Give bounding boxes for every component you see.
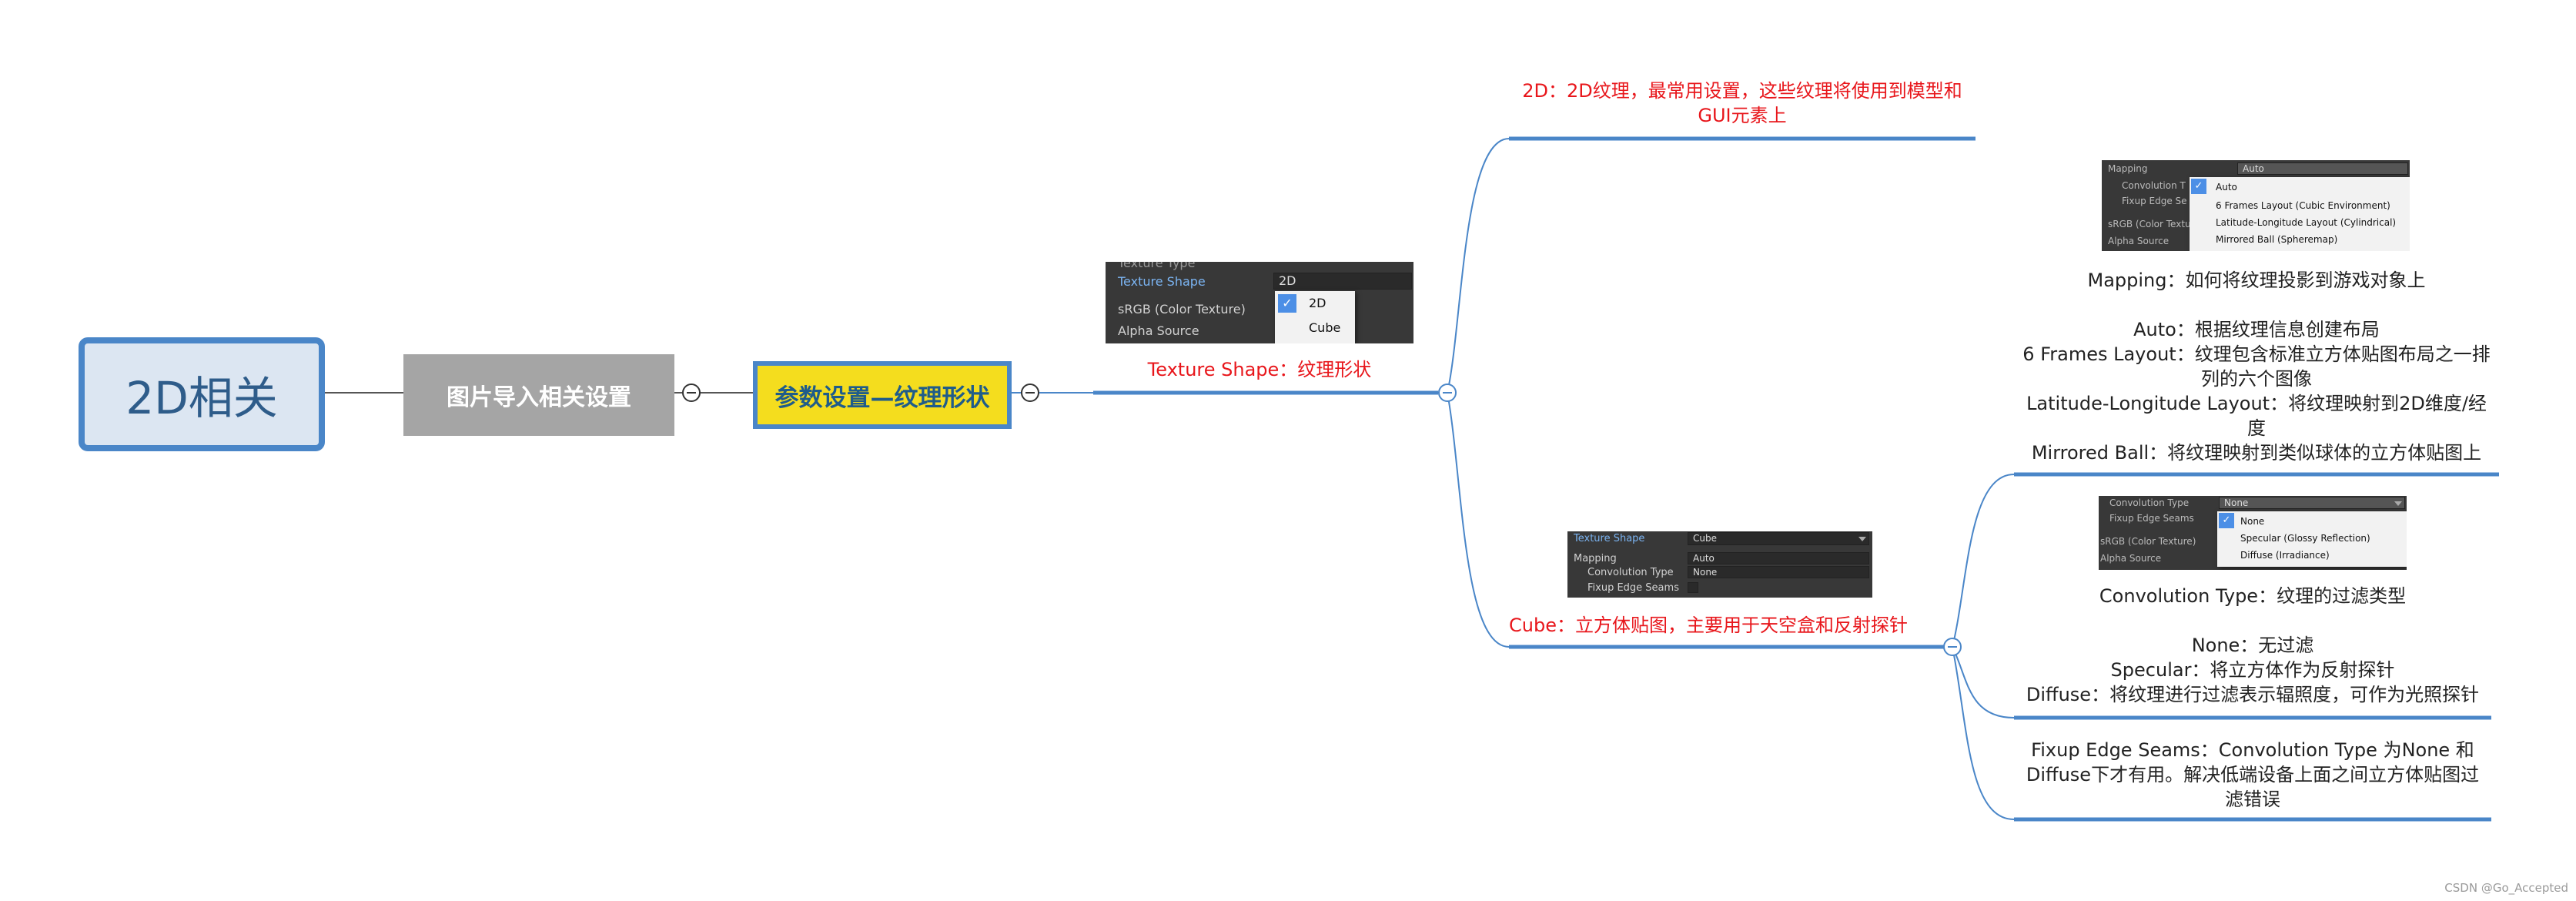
text-line: Fixup Edge Seams：Convolution Type 为None … bbox=[2031, 739, 2474, 761]
convolution-screenshot: Convolution Type None Fixup Edge Seams s… bbox=[2099, 496, 2407, 570]
texture-shape-field: Cube bbox=[1688, 532, 1869, 545]
texture-shape-screenshot: Texture Type Texture Shape 2D sRGB (Colo… bbox=[1106, 262, 1413, 343]
checkmark-icon: ✓ bbox=[2219, 513, 2234, 528]
mapping-screenshot: Mapping Auto Convolution T Fixup Edge Se… bbox=[2102, 160, 2410, 251]
mapping-dropdown-menu: ✓ Auto 6 Frames Layout (Cubic Environmen… bbox=[2190, 177, 2410, 251]
root-topic[interactable]: 2D相关 bbox=[79, 337, 325, 451]
ins-label: Texture Shape bbox=[1118, 274, 1206, 289]
texture-shape-field: 2D bbox=[1273, 273, 1412, 290]
menu-option: None bbox=[2240, 516, 2265, 527]
text-line: Latitude-Longitude Layout：将纹理映射到2D维度/经 bbox=[2026, 393, 2487, 414]
text-line bbox=[2014, 608, 2491, 633]
text-line: Convolution Type：纹理的过滤类型 bbox=[2099, 585, 2407, 607]
dropdown-menu: ✓ 2D Cube bbox=[1275, 291, 1355, 343]
convolution-description: Convolution Type：纹理的过滤类型 None：无过滤 Specul… bbox=[2014, 584, 2491, 707]
text-line: Mapping：如何将纹理投影到游戏对象上 bbox=[2087, 270, 2426, 291]
fixup-checkbox bbox=[1688, 582, 1698, 593]
ins-label: Fixup Edge Se bbox=[2122, 196, 2187, 206]
ins-label: Mapping bbox=[1574, 553, 1617, 564]
mapping-field: Auto bbox=[2237, 162, 2408, 175]
topic-label: 图片导入相关设置 bbox=[447, 384, 631, 411]
collapse-toggle-icon[interactable] bbox=[1438, 384, 1457, 402]
text-line: Auto：根据纹理信息创建布局 bbox=[2133, 319, 2380, 340]
convolution-field: None bbox=[2219, 497, 2405, 509]
ins-label: Mapping bbox=[2108, 163, 2148, 174]
mapping-field: Auto bbox=[1688, 552, 1869, 564]
ins-label: Texture Type bbox=[1118, 262, 1196, 270]
ins-label: Texture Shape bbox=[1574, 533, 1645, 544]
text-line: Diffuse下才有用。解决低端设备上面之间立方体贴图过 bbox=[2026, 764, 2480, 785]
ins-label: Fixup Edge Seams bbox=[1587, 582, 1679, 594]
text-line: 度 bbox=[2247, 417, 2266, 439]
checkmark-icon: ✓ bbox=[2191, 179, 2206, 194]
menu-option: Cube bbox=[1309, 320, 1341, 335]
text-line: 列的六个图像 bbox=[2201, 368, 2312, 390]
ins-label: Convolution Type bbox=[1587, 567, 1674, 578]
dropdown-arrow-icon bbox=[1858, 537, 1866, 541]
convolution-field: None bbox=[1688, 566, 1869, 578]
topic-label: 参数设置—纹理形状 bbox=[774, 384, 990, 412]
ins-label: sRGB (Color Texture) bbox=[2100, 536, 2196, 547]
fixup-description: Fixup Edge Seams：Convolution Type 为None … bbox=[2014, 738, 2491, 812]
texture-shape-label: Texture Shape：纹理形状 bbox=[1147, 359, 1372, 380]
watermark: CSDN @Go_Accepted bbox=[2444, 881, 2568, 895]
ins-label: Convolution T bbox=[2122, 180, 2186, 191]
ins-label: Alpha Source bbox=[2108, 236, 2170, 246]
collapse-toggle-icon[interactable] bbox=[1943, 638, 1962, 656]
ins-label: Fixup Edge Seams bbox=[2109, 513, 2194, 524]
convolution-dropdown-menu: ✓ None Specular (Glossy Reflection) Diff… bbox=[2217, 511, 2407, 567]
menu-option: Diffuse (Irradiance) bbox=[2240, 550, 2330, 561]
topic-texture-shape-settings[interactable]: 参数设置—纹理形状 bbox=[753, 361, 1012, 429]
collapse-toggle-icon[interactable] bbox=[1021, 384, 1039, 402]
text-line: Mirrored Ball：将纹理映射到类似球体的立方体贴图上 bbox=[2031, 442, 2482, 464]
text-line: Diffuse：将纹理进行过滤表示辐照度，可作为光照探针 bbox=[2026, 684, 2480, 705]
root-topic-label: 2D相关 bbox=[125, 372, 278, 424]
collapse-toggle-icon[interactable] bbox=[682, 384, 701, 402]
ins-label: sRGB (Color Textu bbox=[2108, 219, 2191, 229]
menu-option: Latitude-Longitude Layout (Cylindrical) bbox=[2216, 217, 2397, 228]
mapping-description: Mapping：如何将纹理投影到游戏对象上 Auto：根据纹理信息创建布局 6 … bbox=[2014, 268, 2499, 465]
branch-2d-label: 2D：2D纹理，最常用设置，这些纹理将使用到模型和GUI元素上 bbox=[1522, 80, 1962, 126]
branch-cube-label: Cube：立方体贴图，主要用于天空盒和反射探针 bbox=[1509, 615, 1908, 636]
menu-option: Specular (Glossy Reflection) bbox=[2240, 533, 2370, 544]
menu-option: Auto bbox=[2216, 182, 2237, 193]
menu-option: Mirrored Ball (Spheremap) bbox=[2216, 234, 2338, 245]
text-line: Specular：将立方体作为反射探针 bbox=[2110, 659, 2395, 681]
topic-image-import-settings[interactable]: 图片导入相关设置 bbox=[403, 354, 674, 436]
text-line: 滤错误 bbox=[2225, 789, 2280, 810]
menu-option: 2D bbox=[1309, 296, 1326, 310]
ins-label: sRGB (Color Texture) bbox=[1118, 302, 1246, 317]
cube-settings-screenshot: Texture Shape Cube Mapping Auto Convolut… bbox=[1567, 531, 1872, 598]
text-line: None：无过滤 bbox=[2191, 635, 2314, 656]
text-line: 6 Frames Layout：纹理包含标准立方体贴图布局之一排 bbox=[2022, 343, 2491, 365]
checkmark-icon: ✓ bbox=[1278, 294, 1296, 313]
dropdown-arrow-icon bbox=[2394, 501, 2402, 506]
ins-label: Alpha Source bbox=[2100, 553, 2162, 564]
text-line bbox=[2014, 293, 2499, 317]
ins-label: Alpha Source bbox=[1118, 323, 1199, 338]
ins-label: Convolution Type bbox=[2109, 497, 2190, 508]
menu-option: 6 Frames Layout (Cubic Environment) bbox=[2216, 200, 2390, 211]
